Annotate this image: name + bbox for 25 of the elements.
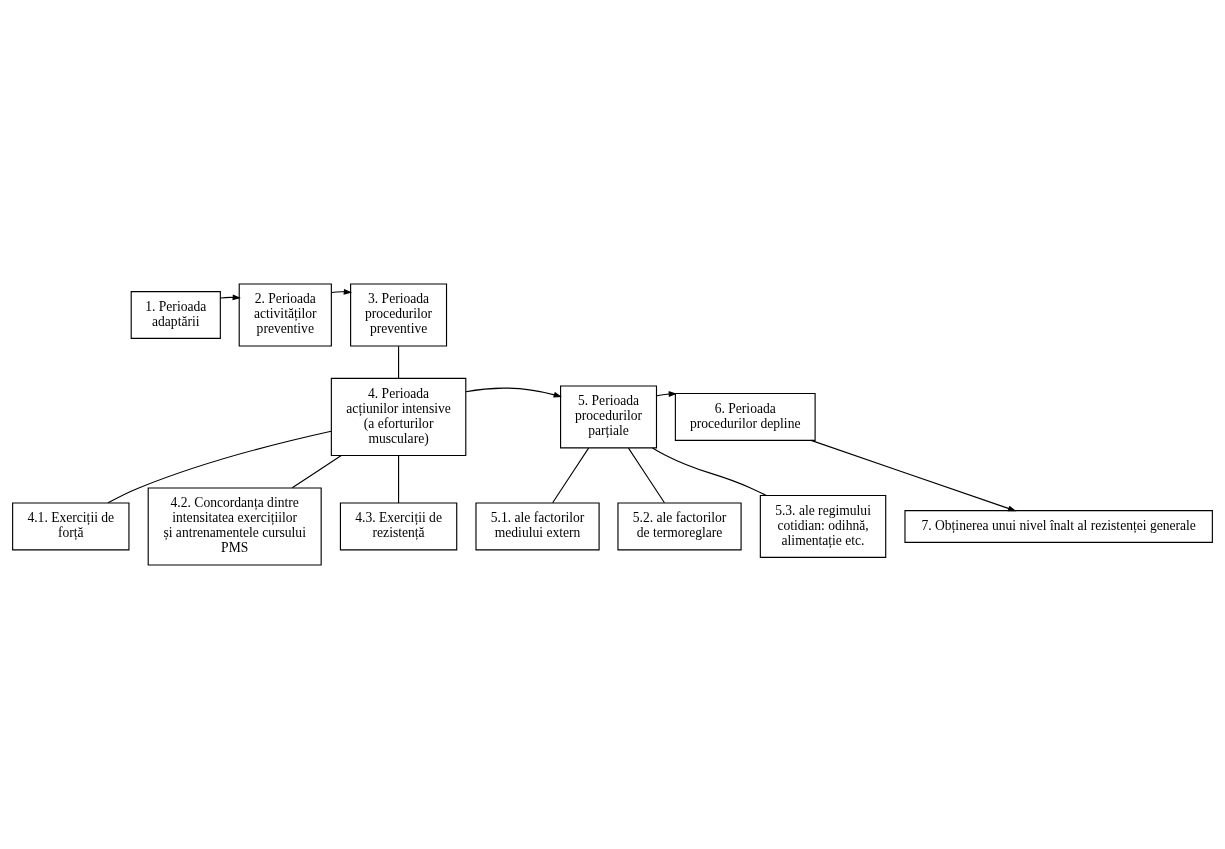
node-box: 5.1. ale factorilor mediului extern: [475, 502, 600, 551]
arrow: [810, 439, 1017, 512]
connector: [651, 447, 767, 496]
node-box: 4.3. Exerciții de rezistență: [339, 502, 458, 551]
connector: [398, 454, 400, 504]
arrow: [219, 294, 241, 301]
node-box: 4.1. Exerciții de forță: [12, 502, 130, 551]
arrow: [656, 391, 677, 397]
connector: [291, 454, 342, 489]
connector: [107, 430, 332, 504]
connector: [398, 345, 400, 379]
node-box: 4. Perioada acțiunilor intensive (a eforturilor musculare): [330, 377, 467, 457]
node-box: 5. Perioada procedurilor parțiale: [560, 385, 658, 449]
node-box: 6. Perioada procedurilor depline: [674, 392, 816, 441]
node-box: 4.2. Concordanța dintre intensitatea exercițiilor și antrenamentele cursului PMS: [147, 487, 322, 566]
node-box: 2. Perioada activităților preventive: [238, 283, 332, 347]
node-box: 7. Obținerea unui nivel înalt al rezistenței generale: [904, 510, 1213, 543]
node-box: 1. Perioada adaptării: [130, 291, 221, 339]
node-box: 5.2. ale factorilor de termoreglare: [617, 502, 742, 551]
node-box: 3. Perioada procedurilor preventive: [350, 283, 448, 347]
node-box: 5.3. ale regimului cotidian: odihnă, alimentație etc.: [759, 494, 887, 558]
arrow: [465, 387, 562, 398]
connector: [552, 447, 590, 504]
connector: [627, 447, 665, 504]
arrow: [330, 288, 353, 295]
